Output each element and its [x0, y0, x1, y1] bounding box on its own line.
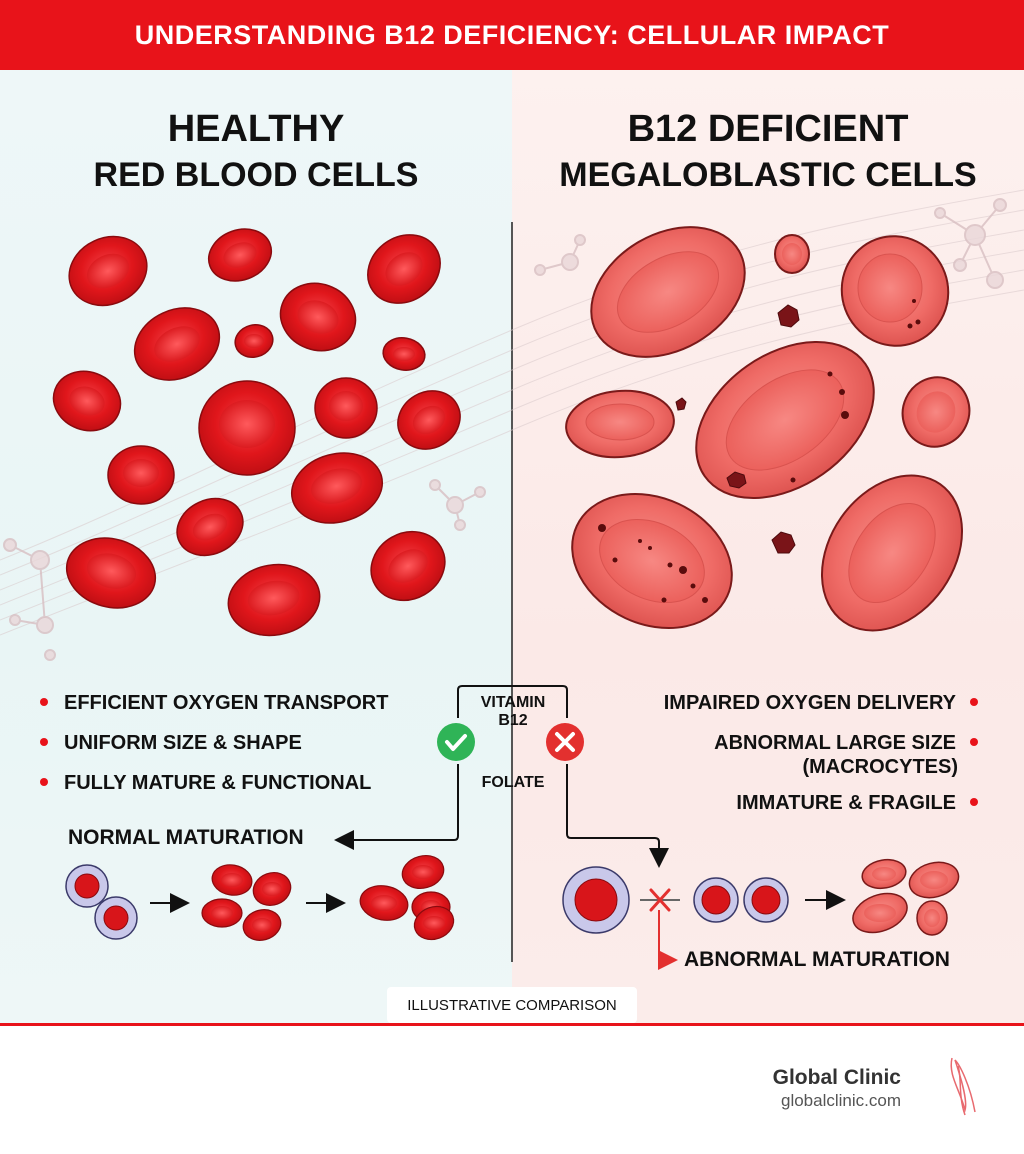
deficient-cell [774, 234, 810, 274]
list-item: UNIFORM SIZE & SHAPE [40, 732, 302, 755]
bullet-dot [970, 797, 978, 806]
healthy-cell [367, 234, 441, 304]
cross-icon [546, 723, 584, 761]
deficient-cell [571, 492, 733, 630]
page-title: UNDERSTANDING B12 DEFICIENCY: CELLULAR I… [134, 19, 890, 50]
healthy-cell [107, 445, 175, 505]
deficient-cell [590, 226, 746, 358]
bullet-dot [40, 737, 48, 746]
center-divider [511, 222, 513, 962]
brand-url: globalclinic.com [781, 1091, 901, 1110]
list-item: ABNORMAL LARGE SIZE [714, 732, 978, 755]
deficient-cell [820, 474, 964, 632]
deficient-title-line2: MEGALOBLASTIC CELLS [559, 156, 977, 194]
healthy-title-line2: RED BLOOD CELLS [93, 156, 419, 194]
check-icon [437, 723, 475, 761]
healthy-cell [234, 324, 274, 358]
large-precursor-cell [562, 866, 630, 934]
bullet-dot [40, 777, 48, 786]
header-band: UNDERSTANDING B12 DEFICIENCY: CELLULAR I… [0, 0, 1024, 70]
abnormal-maturation-label: ABNORMAL MATURATION [684, 948, 950, 971]
vitamin-connector [334, 685, 669, 868]
healthy-cell [279, 282, 357, 352]
small-healthy-cell [242, 909, 282, 941]
brand-name: Global Clinic [772, 1066, 901, 1089]
deficient-cell [565, 389, 675, 459]
deficient-cell [695, 341, 875, 499]
bottom-rule [0, 1023, 1024, 1026]
signature-logo-icon [950, 1057, 976, 1116]
healthy-cell [133, 307, 221, 381]
list-item: FULLY MATURE & FUNCTIONAL [40, 772, 371, 795]
small-healthy-cell [252, 872, 292, 906]
small-deficient-cell [861, 858, 907, 890]
healthy-cell [68, 235, 148, 307]
deficient-title-line1: B12 DEFICIENT [627, 108, 909, 150]
list-item: IMPAIRED OXYGEN DELIVERY [664, 692, 978, 715]
healthy-cell [227, 563, 321, 637]
precursor-cell [693, 877, 739, 923]
healthy-cell [207, 228, 273, 282]
vitamin-b12-label: VITAMIN B12 [480, 694, 546, 729]
illustrative-note: ILLUSTRATIVE COMPARISON [387, 987, 637, 1023]
healthy-cell [52, 370, 122, 432]
normal-maturation-label: NORMAL MATURATION [68, 826, 304, 849]
precursor-cell [94, 896, 138, 940]
healthy-cell [397, 390, 461, 450]
deficient-cells [565, 226, 971, 632]
healthy-cell [65, 537, 157, 609]
healthy-cell [176, 497, 244, 557]
bullet-dot [40, 697, 48, 706]
healthy-cell [370, 530, 446, 602]
small-deficient-cell [852, 892, 908, 934]
small-healthy-cell [401, 855, 445, 889]
healthy-panel-title: HEALTHY RED BLOOD CELLS [0, 106, 512, 198]
healthy-cell [382, 337, 426, 371]
precursor-cell [65, 864, 109, 908]
list-item: EFFICIENT OXYGEN TRANSPORT [40, 692, 388, 715]
healthy-cells [52, 228, 461, 637]
small-deficient-cell [916, 900, 948, 936]
healthy-cell [314, 377, 378, 439]
folate-label: FOLATE [481, 774, 545, 791]
precursor-cell [743, 877, 789, 923]
list-item-continuation: (MACROCYTES) [802, 756, 958, 778]
normal-maturation-sequence [65, 855, 455, 941]
small-healthy-cell [201, 898, 243, 928]
small-healthy-cell [359, 885, 409, 921]
bullet-dot [970, 697, 978, 706]
deficient-cell [840, 235, 950, 347]
blocked-x-icon [649, 888, 671, 912]
molecule-decoration [3, 198, 1007, 661]
small-healthy-cell [413, 905, 455, 941]
bullet-dot [970, 737, 978, 746]
cell-fragments [675, 304, 800, 554]
list-item: IMMATURE & FRAGILE [736, 792, 978, 815]
deficient-panel-title: B12 DEFICIENT MEGALOBLASTIC CELLS [512, 106, 1024, 198]
small-deficient-cell [908, 861, 960, 899]
small-healthy-cell [211, 864, 253, 896]
healthy-title-line1: HEALTHY [167, 108, 345, 150]
healthy-cell [290, 452, 384, 524]
deficient-cell [901, 376, 971, 448]
healthy-cell [198, 380, 296, 476]
abnormal-maturation-sequence [562, 858, 960, 970]
